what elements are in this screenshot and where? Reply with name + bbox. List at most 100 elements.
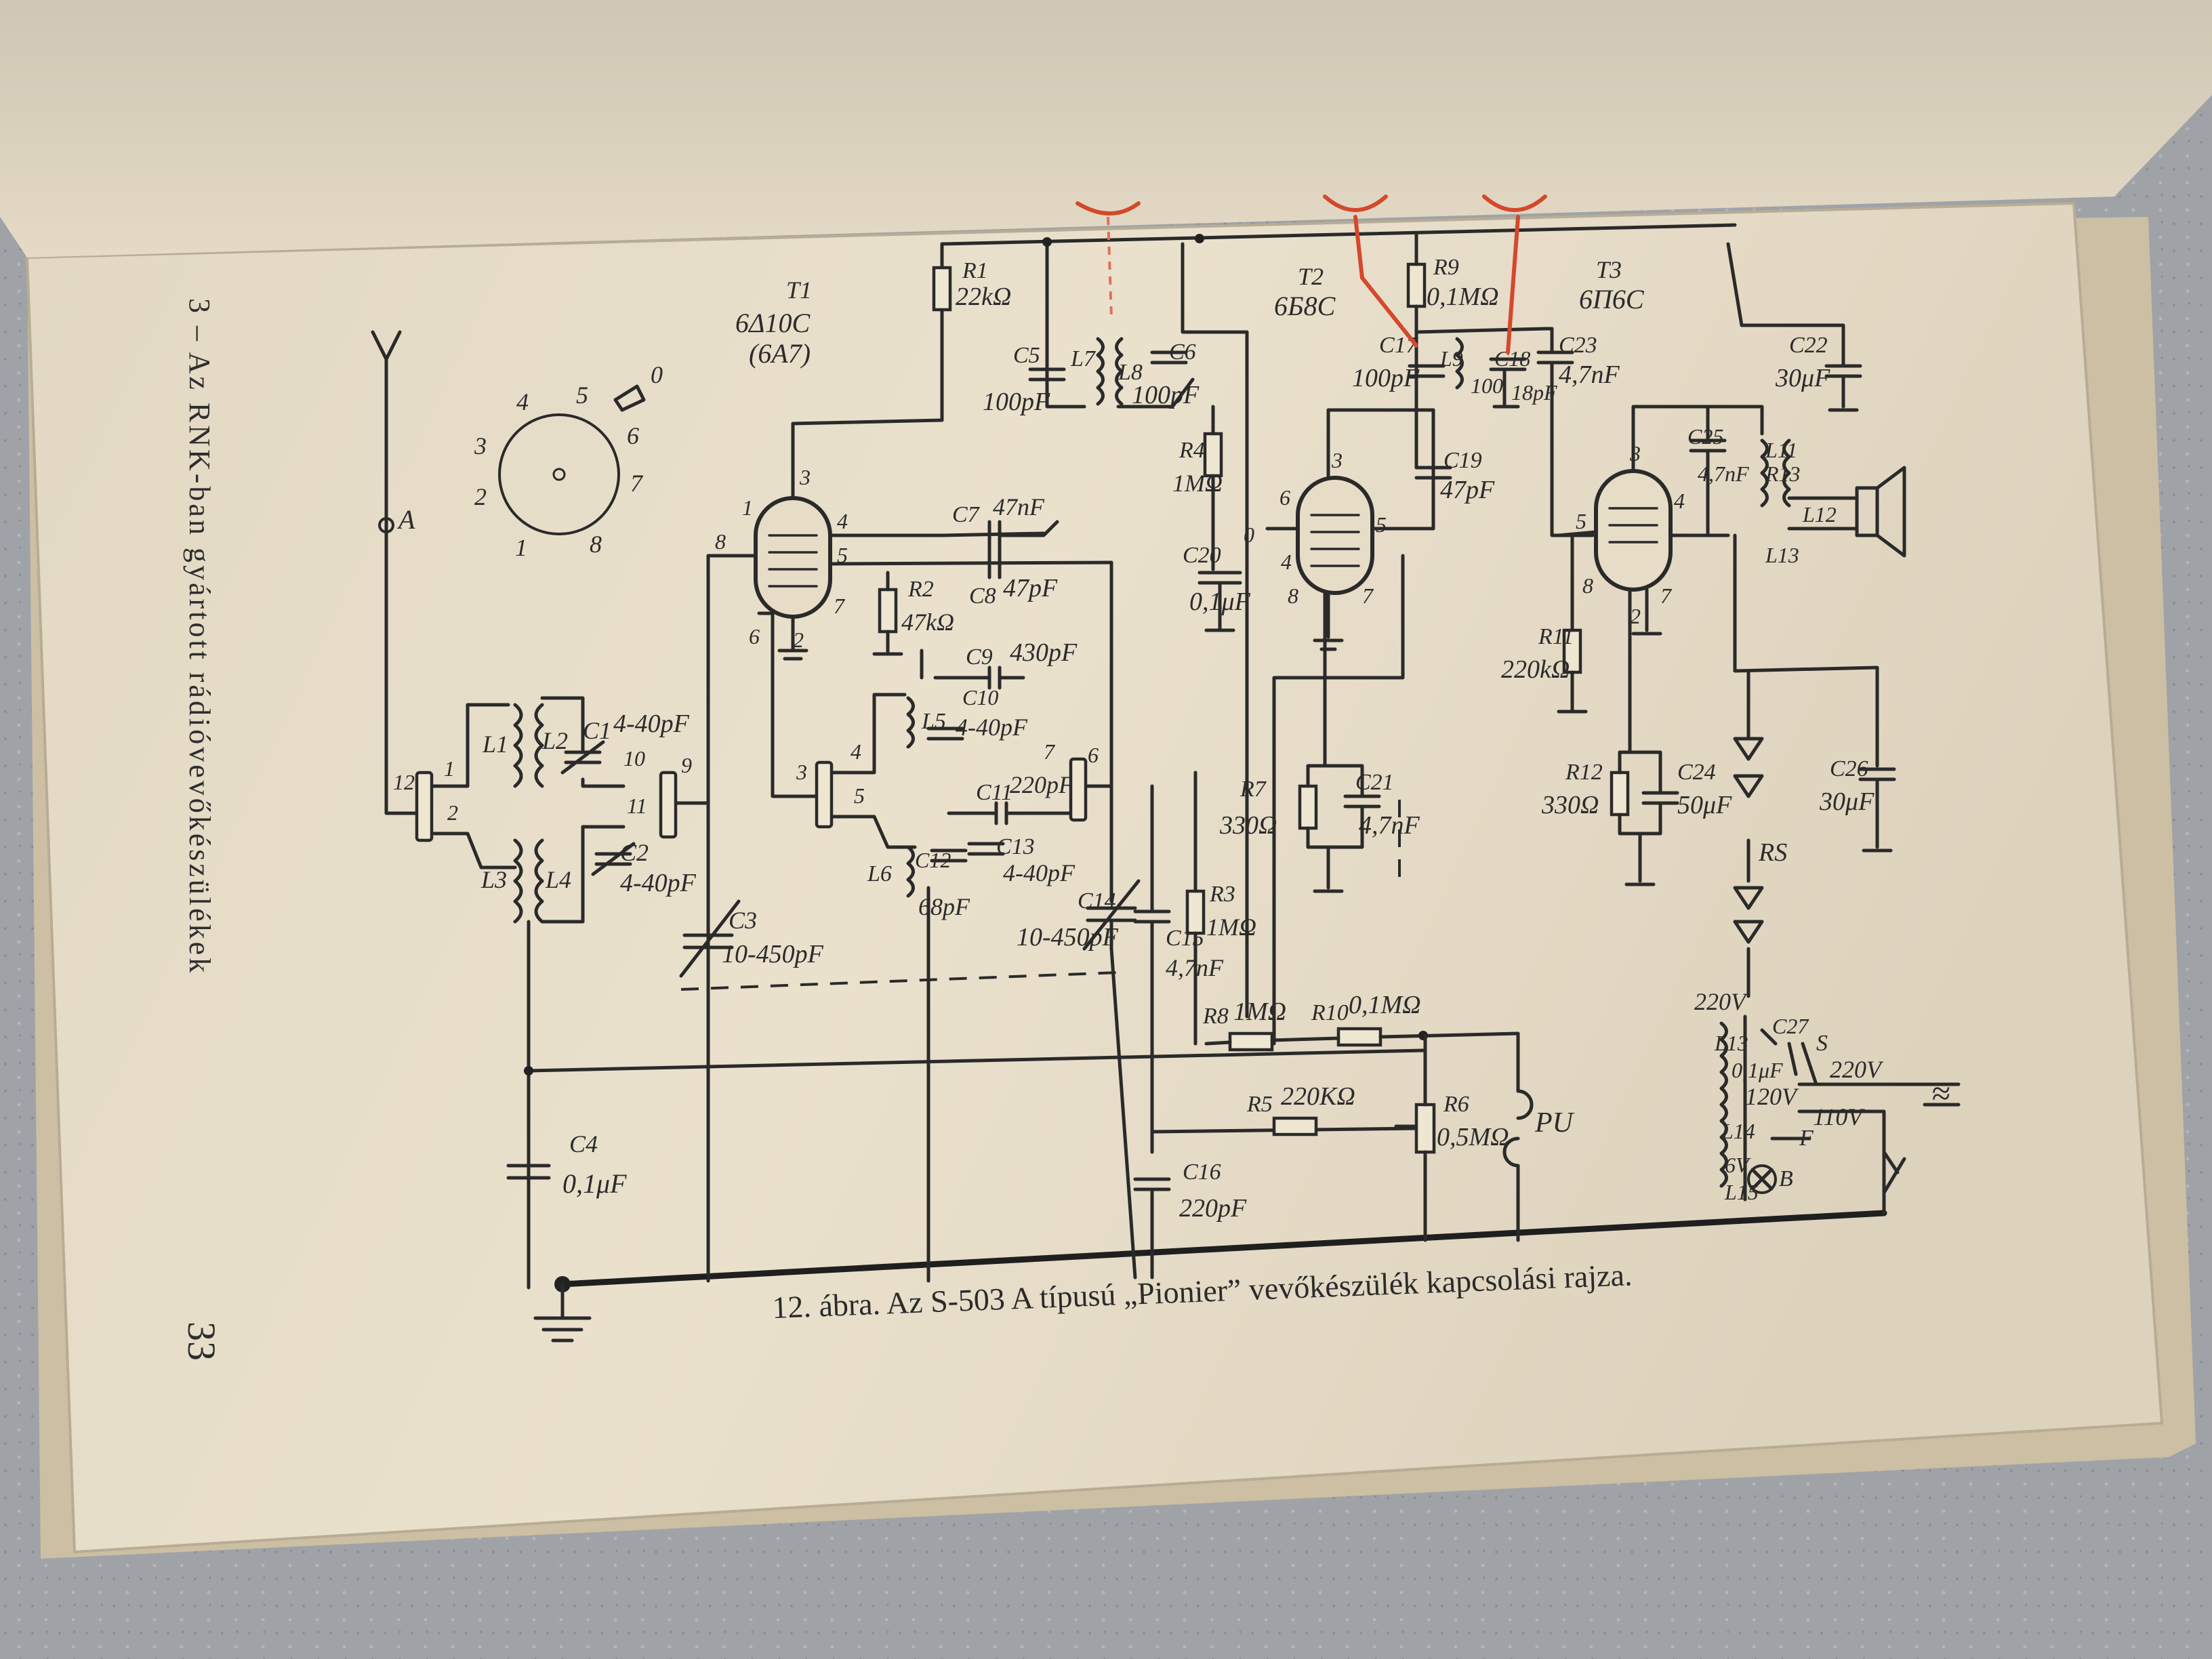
- svg-text:50μF: 50μF: [1677, 791, 1732, 819]
- svg-text:R9: R9: [1433, 255, 1459, 280]
- power-switch[interactable]: [1882, 1157, 1906, 1195]
- svg-text:100: 100: [1471, 373, 1503, 398]
- coil-l9: [1455, 337, 1464, 390]
- svg-text:1: 1: [742, 495, 753, 520]
- svg-text:C14: C14: [1078, 888, 1116, 914]
- svg-text:6Δ10C: 6Δ10C: [735, 308, 811, 338]
- svg-text:2: 2: [793, 628, 804, 652]
- svg-text:220pF: 220pF: [1179, 1194, 1247, 1223]
- svg-text:47kΩ: 47kΩ: [901, 609, 954, 636]
- tuning-capacitor-c3: [679, 899, 741, 978]
- osc-coil-l6: [906, 845, 915, 898]
- capacitor-c7: [987, 520, 1059, 551]
- svg-text:1MΩ: 1MΩ: [1233, 998, 1286, 1026]
- band-switch-1[interactable]: [415, 771, 434, 842]
- socket-pin-2: 2: [474, 483, 487, 510]
- svg-text:47pF: 47pF: [1440, 476, 1495, 504]
- svg-text:L13: L13: [1714, 1031, 1748, 1055]
- coil-l1-l2: [513, 703, 544, 788]
- osc-coil-l5: [906, 696, 915, 749]
- svg-text:PU: PU: [1534, 1107, 1575, 1139]
- svg-text:12: 12: [393, 770, 415, 794]
- svg-text:220pF: 220pF: [1010, 771, 1074, 798]
- svg-text:4-40pF: 4-40pF: [613, 710, 690, 738]
- svg-text:L7: L7: [1070, 346, 1097, 371]
- band-switch-2[interactable]: [659, 771, 678, 839]
- svg-text:1: 1: [444, 756, 455, 781]
- svg-text:R12: R12: [1565, 760, 1603, 785]
- svg-text:L14: L14: [1721, 1119, 1755, 1143]
- svg-text:C20: C20: [1183, 543, 1221, 568]
- svg-text:4: 4: [1281, 550, 1292, 574]
- side-heading: 3 – Az RNK-ban gyártott rádióvevőkészülé…: [183, 298, 216, 975]
- svg-text:4-40pF: 4-40pF: [956, 714, 1028, 741]
- svg-text:4,7nF: 4,7nF: [1359, 811, 1420, 840]
- svg-text:C6: C6: [1169, 340, 1196, 365]
- svg-text:68pF: 68pF: [918, 893, 970, 920]
- svg-text:8: 8: [1582, 573, 1593, 598]
- mains-transformer: [1719, 1015, 1747, 1202]
- rectifier-rs: [1733, 533, 1879, 998]
- svg-text:(6A7): (6A7): [749, 338, 811, 369]
- switch-s4[interactable]: [1069, 757, 1088, 822]
- b-plus-rail: [940, 223, 1737, 246]
- svg-text:47nF: 47nF: [993, 493, 1045, 520]
- pickup-socket-pu[interactable]: [1502, 1089, 1534, 1242]
- svg-text:7: 7: [1362, 583, 1374, 608]
- svg-text:C21: C21: [1355, 770, 1394, 795]
- capacitor-c4: [506, 1048, 1425, 1286]
- capacitor-c22: [1740, 323, 1862, 412]
- tube-t3: [1594, 469, 1673, 592]
- resistor-r4: [1203, 432, 1223, 478]
- svg-text:6: 6: [749, 624, 760, 649]
- svg-text:C2: C2: [620, 839, 649, 866]
- svg-text:S: S: [1816, 1031, 1828, 1056]
- socket-pin-8: 8: [590, 531, 602, 558]
- trimmer-c1: [560, 740, 605, 775]
- capacitor-c17: [1408, 364, 1446, 378]
- svg-text:2: 2: [447, 800, 458, 825]
- svg-text:120V: 120V: [1745, 1083, 1799, 1110]
- ground-bus: [559, 1210, 1887, 1288]
- socket-pin-1: 1: [515, 534, 527, 561]
- svg-text:7: 7: [1044, 739, 1056, 764]
- svg-text:6V: 6V: [1725, 1153, 1751, 1177]
- resistor-r9: [1406, 262, 1427, 308]
- svg-text:C8: C8: [969, 583, 996, 609]
- svg-text:8: 8: [715, 529, 726, 554]
- svg-text:L15: L15: [1724, 1180, 1759, 1204]
- svg-text:7: 7: [834, 594, 846, 618]
- svg-text:C11: C11: [976, 780, 1012, 805]
- socket-pin-7: 7: [630, 470, 644, 497]
- tuning-capacitor-c14: [1082, 784, 1141, 1279]
- svg-text:6П6C: 6П6C: [1579, 284, 1645, 314]
- selector-switch-s[interactable]: [1801, 1042, 1818, 1086]
- svg-text:8: 8: [1288, 583, 1298, 608]
- svg-text:L1: L1: [482, 731, 508, 758]
- switch-s3[interactable]: [815, 760, 834, 829]
- svg-text:R3: R3: [1209, 882, 1235, 907]
- resistor-r1: [932, 266, 952, 312]
- svg-text:L4: L4: [545, 866, 571, 893]
- resistor-r8: [1228, 1031, 1274, 1052]
- capacitor-c19: [1414, 466, 1452, 480]
- svg-text:R1: R1: [962, 258, 988, 283]
- capacitor-c12: [930, 848, 968, 863]
- svg-text:C7: C7: [952, 502, 981, 527]
- svg-text:L13: L13: [1765, 543, 1799, 567]
- svg-text:C22: C22: [1789, 333, 1828, 358]
- svg-text:C17: C17: [1379, 333, 1419, 358]
- svg-text:4: 4: [851, 739, 861, 764]
- svg-text:220V: 220V: [1830, 1056, 1884, 1083]
- top-curled-page: [0, 0, 2212, 258]
- potentiometer-r6[interactable]: [1414, 1103, 1436, 1154]
- gang-link: [680, 971, 1119, 991]
- coil-l3-l4: [513, 838, 544, 924]
- svg-text:1MΩ: 1MΩ: [1206, 914, 1256, 941]
- svg-text:RS: RS: [1758, 838, 1787, 867]
- resistor-r10: [1336, 1027, 1382, 1047]
- svg-text:C25: C25: [1687, 424, 1723, 449]
- svg-text:330Ω: 330Ω: [1219, 811, 1277, 840]
- socket-pin-6: 6: [627, 422, 639, 449]
